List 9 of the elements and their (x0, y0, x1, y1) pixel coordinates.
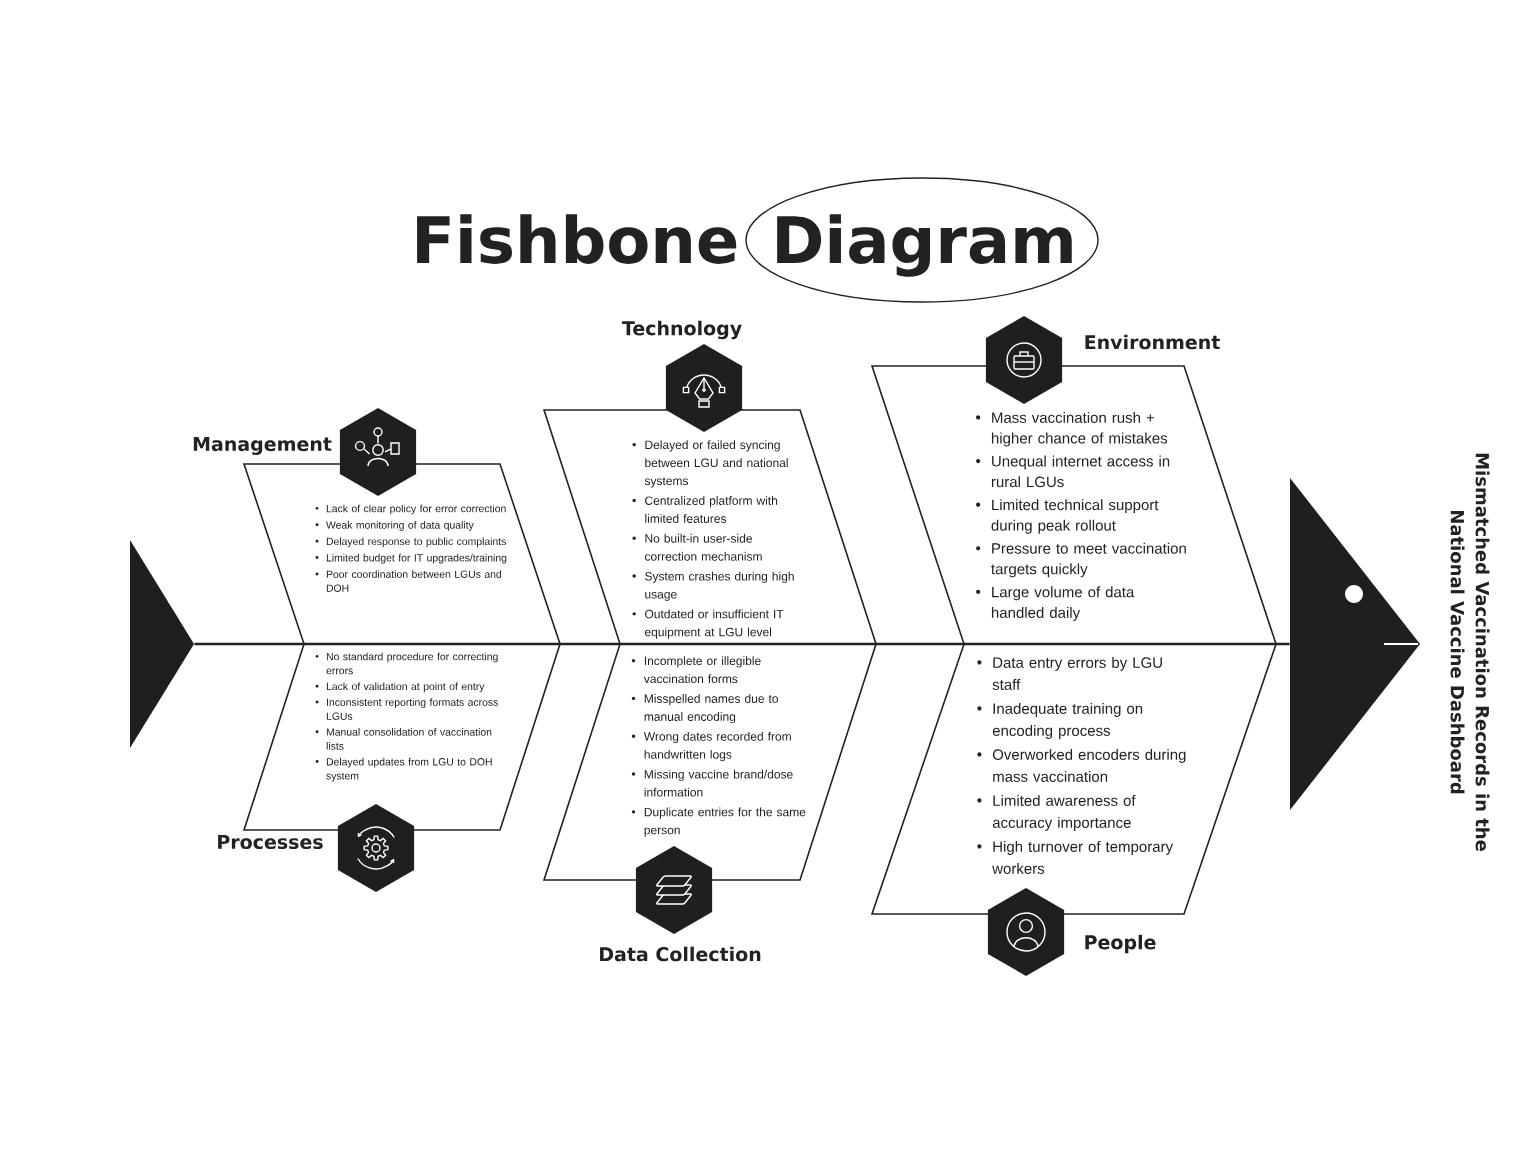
category-label: Processes (218, 834, 323, 850)
diagram-title: Fishbone Diagram (417, 214, 1072, 277)
category-label: People (1085, 934, 1156, 954)
category-label: Technology (622, 320, 742, 340)
category-label: Environment (1085, 334, 1220, 350)
category-label: Data Collection (600, 946, 761, 962)
effect-label: Mismatched Vaccination Records in the National Vaccine Dashboard (1450, 453, 1490, 851)
fish-tail (130, 540, 194, 748)
category-label: Management (193, 437, 332, 455)
